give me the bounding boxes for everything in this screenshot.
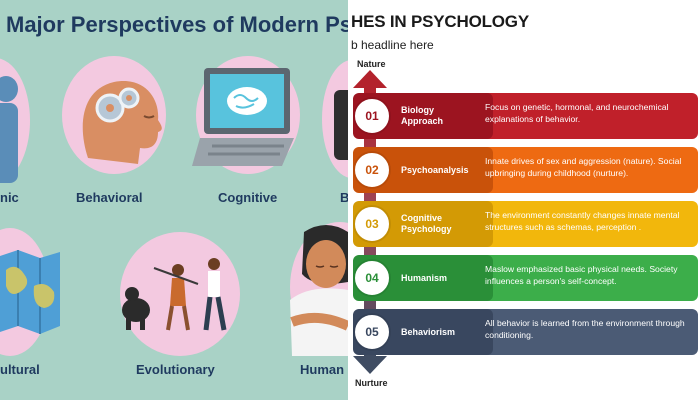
approach-description: The environment constantly changes innat… xyxy=(485,210,680,232)
approach-description-box xyxy=(453,93,698,139)
approach-number-badge: 03 xyxy=(355,207,389,241)
approach-row: 02 Psychoanalysis Innate drives of sex and… xyxy=(353,147,698,193)
approach-row: 03 Cognitive Psychology The environment co… xyxy=(353,201,698,247)
approach-description: All behavior is learned from the environ… xyxy=(485,318,685,340)
head-gears-icon xyxy=(82,80,162,164)
label-humanistic: Human xyxy=(300,362,345,377)
approach-name: Behaviorism xyxy=(401,326,456,337)
panel-divider xyxy=(348,0,351,400)
approach-description-box xyxy=(453,201,698,247)
approaches-panel: HES IN PSYCHOLOGY b headline here Nature… xyxy=(351,0,700,400)
approach-number-badge: 02 xyxy=(355,153,389,187)
approach-row: 04 Humanism Maslow emphasized basic physic… xyxy=(353,255,698,301)
perspectives-title: Major Perspectives of Modern Psych xyxy=(6,12,348,37)
label-psychodynamic: nic xyxy=(0,190,19,205)
label-evolutionary: Evolutionary xyxy=(136,362,215,377)
approach-number-badge: 05 xyxy=(355,315,389,349)
approach-description: Innate drives of sex and aggression (nat… xyxy=(485,156,682,178)
approach-description: Maslow emphasized basic physical needs. … xyxy=(485,264,678,286)
axis-label-nurture: Nurture xyxy=(355,378,388,388)
label-cultural: ultural xyxy=(0,362,40,377)
laptop-brain-icon xyxy=(192,68,294,166)
self-hug-person-icon xyxy=(290,225,348,356)
arrow-down-icon xyxy=(353,356,387,374)
approach-description-box xyxy=(453,147,698,193)
world-map-icon xyxy=(0,250,60,334)
approaches-title: HES IN PSYCHOLOGY xyxy=(351,12,529,31)
approach-row: 01 Biology Approach Focus on genetic, horm… xyxy=(353,93,698,139)
label-cognitive: Cognitive xyxy=(218,190,278,205)
approach-name: Psychoanalysis xyxy=(401,164,469,175)
biological-figure-icon xyxy=(334,90,348,160)
axis-label-nature: Nature xyxy=(357,59,386,69)
label-behavioral: Behavioral xyxy=(76,190,143,205)
label-biological: B xyxy=(340,190,348,205)
approach-description: Focus on genetic, hormonal, and neuroche… xyxy=(485,102,669,124)
perspectives-panel: Major Perspectives of Modern Psych nic B… xyxy=(0,0,348,400)
arrow-up-icon xyxy=(353,70,387,88)
approach-description-box xyxy=(453,309,698,355)
evolution-figures-icon xyxy=(122,258,227,331)
approach-name: Biology Approach xyxy=(401,105,444,126)
approach-name: Cognitive Psychology xyxy=(401,213,452,234)
approach-description-box xyxy=(453,255,698,301)
approach-name: Humanism xyxy=(401,272,448,283)
approach-number-badge: 04 xyxy=(355,261,389,295)
psychodynamic-figure-icon xyxy=(0,76,18,183)
approach-number-badge: 01 xyxy=(355,99,389,133)
approaches-subtitle: b headline here xyxy=(351,38,434,52)
approach-row: 05 Behaviorism All behavior is learned fro… xyxy=(353,309,698,355)
